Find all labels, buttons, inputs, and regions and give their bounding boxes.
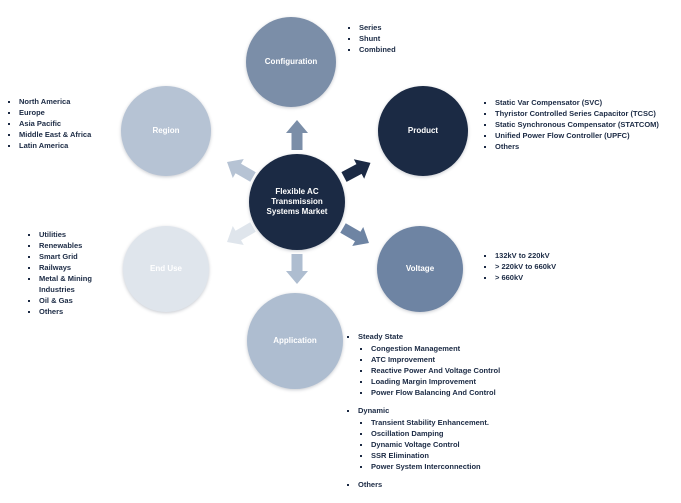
list-item: Steady StateCongestion ManagementATC Imp… [358,331,579,398]
center-node-label: Flexible AC Transmission Systems Market [266,187,328,216]
node-region: Region [121,86,211,176]
list-item: Loading Margin Improvement [371,376,579,387]
list-item: 132kV to 220kV [495,250,624,261]
list-item: Utilities [39,229,128,240]
arrow-configuration [286,120,308,150]
configuration-list: SeriesShuntCombined [348,22,468,55]
node-end-use-label: End Use [149,264,182,273]
node-application: Application [247,293,343,389]
list-item: Oscillation Damping [371,428,579,439]
node-voltage: Voltage [377,226,463,312]
list-item: Power Flow Balancing And Control [371,387,579,398]
list-item: Renewables [39,240,128,251]
node-product: Product [378,86,468,176]
node-region-label: Region [152,126,180,135]
list-item: Power System Interconnection [371,461,579,472]
list-item: North America [19,96,130,107]
application-list: Steady StateCongestion ManagementATC Imp… [347,331,579,490]
list-item: Others [495,141,679,152]
list-item: Unified Power Flow Controller (UPFC) [495,130,679,141]
list-item: Oil & Gas [39,295,128,306]
end-use-list: UtilitiesRenewablesSmart GridRailwaysMet… [28,229,128,317]
list-item: Metal & Mining Industries [39,273,128,295]
node-end-use: End Use [123,226,209,312]
list-item: Reactive Power And Voltage Control [371,365,579,376]
center-node: Flexible AC Transmission Systems Market [249,154,345,250]
list-item: Congestion Management [371,343,579,354]
list-item: Shunt [359,33,468,44]
node-application-label: Application [273,336,317,345]
list-item: Others [39,306,128,317]
list-item: Static Var Compensator (SVC) [495,97,679,108]
list-item: ATC Improvement [371,354,579,365]
product-list: Static Var Compensator (SVC)Thyristor Co… [484,97,679,152]
list-item: SSR Elimination [371,450,579,461]
node-product-label: Product [407,126,439,135]
list-item: > 660kV [495,272,624,283]
list-item: Europe [19,107,130,118]
list-item: Dynamic Voltage Control [371,439,579,450]
list-item: Others [358,479,579,490]
list-item: > 220kV to 660kV [495,261,624,272]
voltage-list: 132kV to 220kV> 220kV to 660kV> 660kV [484,250,624,283]
arrow-voltage [340,223,369,247]
list-item: Series [359,22,468,33]
node-configuration-label: Configuration [264,57,318,66]
sub-list: Congestion ManagementATC ImprovementReac… [358,343,579,398]
arrow-end-use [227,222,256,246]
list-item: Asia Pacific [19,118,130,129]
node-configuration: Configuration [246,17,336,107]
list-item: Combined [359,44,468,55]
arrow-region [227,158,256,182]
region-list: North AmericaEuropeAsia PacificMiddle Ea… [8,96,130,151]
list-item: Latin America [19,140,130,151]
arrow-product [341,159,371,182]
node-voltage-label: Voltage [405,264,435,273]
list-item: Static Synchronous Compensator (STATCOM) [495,119,679,130]
sub-list: Transient Stability Enhancement.Oscillat… [358,417,579,472]
list-item: Thyristor Controlled Series Capacitor (T… [495,108,679,119]
list-item: DynamicTransient Stability Enhancement.O… [358,405,579,472]
arrow-application [286,254,308,284]
list-item: Smart Grid [39,251,128,262]
list-item: Railways [39,262,128,273]
list-item: Middle East & Africa [19,129,130,140]
list-item: Transient Stability Enhancement. [371,417,579,428]
